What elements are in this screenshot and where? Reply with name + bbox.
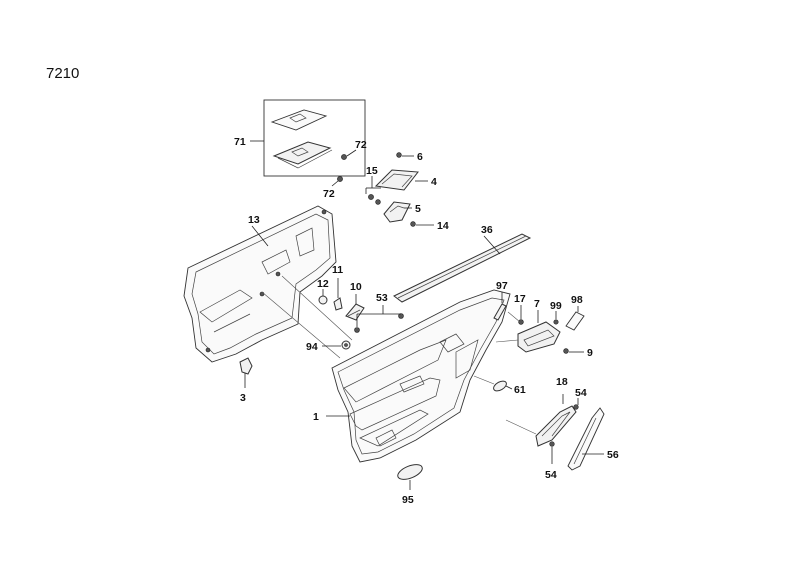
callout-7: 7: [534, 298, 540, 310]
part-12-clip: [318, 295, 328, 305]
part-36-weatherstrip: [393, 233, 532, 303]
callout-4: 4: [431, 176, 437, 188]
callout-17: 17: [514, 293, 526, 305]
callout-5: 5: [415, 203, 421, 215]
callout-97: 97: [496, 280, 508, 292]
part-13-sealing-sheet: [183, 205, 337, 363]
callout-61: 61: [514, 384, 526, 396]
callout-11: 11: [332, 264, 343, 276]
part-10-handle-lever: [345, 303, 365, 321]
part-94-nut: [341, 340, 351, 350]
part-14-screw: [410, 221, 416, 227]
part-71-switch-panel-group: [263, 99, 366, 177]
part-95-pad: [397, 464, 423, 480]
callout-3: 3: [240, 392, 246, 404]
callout-99: 99: [550, 300, 562, 312]
part-17-screw: [518, 319, 524, 325]
callout-71: 71: [234, 136, 246, 148]
callout-10: 10: [350, 281, 362, 293]
callout-1: 1: [313, 411, 319, 423]
callout-6: 6: [417, 151, 423, 163]
callout-13: 13: [248, 214, 260, 226]
part-5-bracket: [383, 201, 411, 223]
part-53-fasteners: [354, 313, 404, 333]
callout-72-lower: 72: [323, 188, 335, 200]
part-3-push-clip: [239, 357, 253, 375]
callout-9: 9: [587, 347, 593, 359]
callout-18: 18: [556, 376, 568, 388]
part-56-garnish: [567, 407, 605, 471]
callout-36: 36: [481, 224, 493, 236]
assembly-lines: [473, 311, 537, 435]
callout-15: 15: [366, 165, 378, 177]
part-11-rod-clip: [333, 297, 343, 311]
part-98-cap: [565, 311, 585, 331]
part-1-door-trim-panel: [331, 289, 511, 463]
callout-72-upper: 72: [355, 139, 367, 151]
part-9-screw: [563, 348, 569, 354]
part-4-pull-cup: [374, 169, 419, 191]
part-99-screw: [553, 319, 559, 325]
callout-56: 56: [607, 449, 619, 461]
part-6-screw: [396, 152, 402, 158]
part-61-insert: [493, 380, 507, 392]
callout-95: 95: [402, 494, 414, 506]
callout-94: 94: [306, 341, 318, 353]
page-number: 7210: [46, 65, 79, 82]
alignment-lines: [261, 275, 353, 359]
part-15-clips: [368, 194, 381, 205]
callout-98: 98: [571, 294, 583, 306]
part-54-screws: [549, 404, 579, 447]
part-72-screws: [337, 154, 347, 182]
part-97-clip: [493, 303, 507, 321]
callout-53: 53: [376, 292, 388, 304]
part-18-bezel: [535, 405, 577, 447]
callout-54-lower: 54: [545, 469, 557, 481]
part-7-inside-handle: [517, 321, 561, 353]
callout-12: 12: [317, 278, 329, 290]
callout-54-upper: 54: [575, 387, 587, 399]
callout-14: 14: [437, 220, 449, 232]
